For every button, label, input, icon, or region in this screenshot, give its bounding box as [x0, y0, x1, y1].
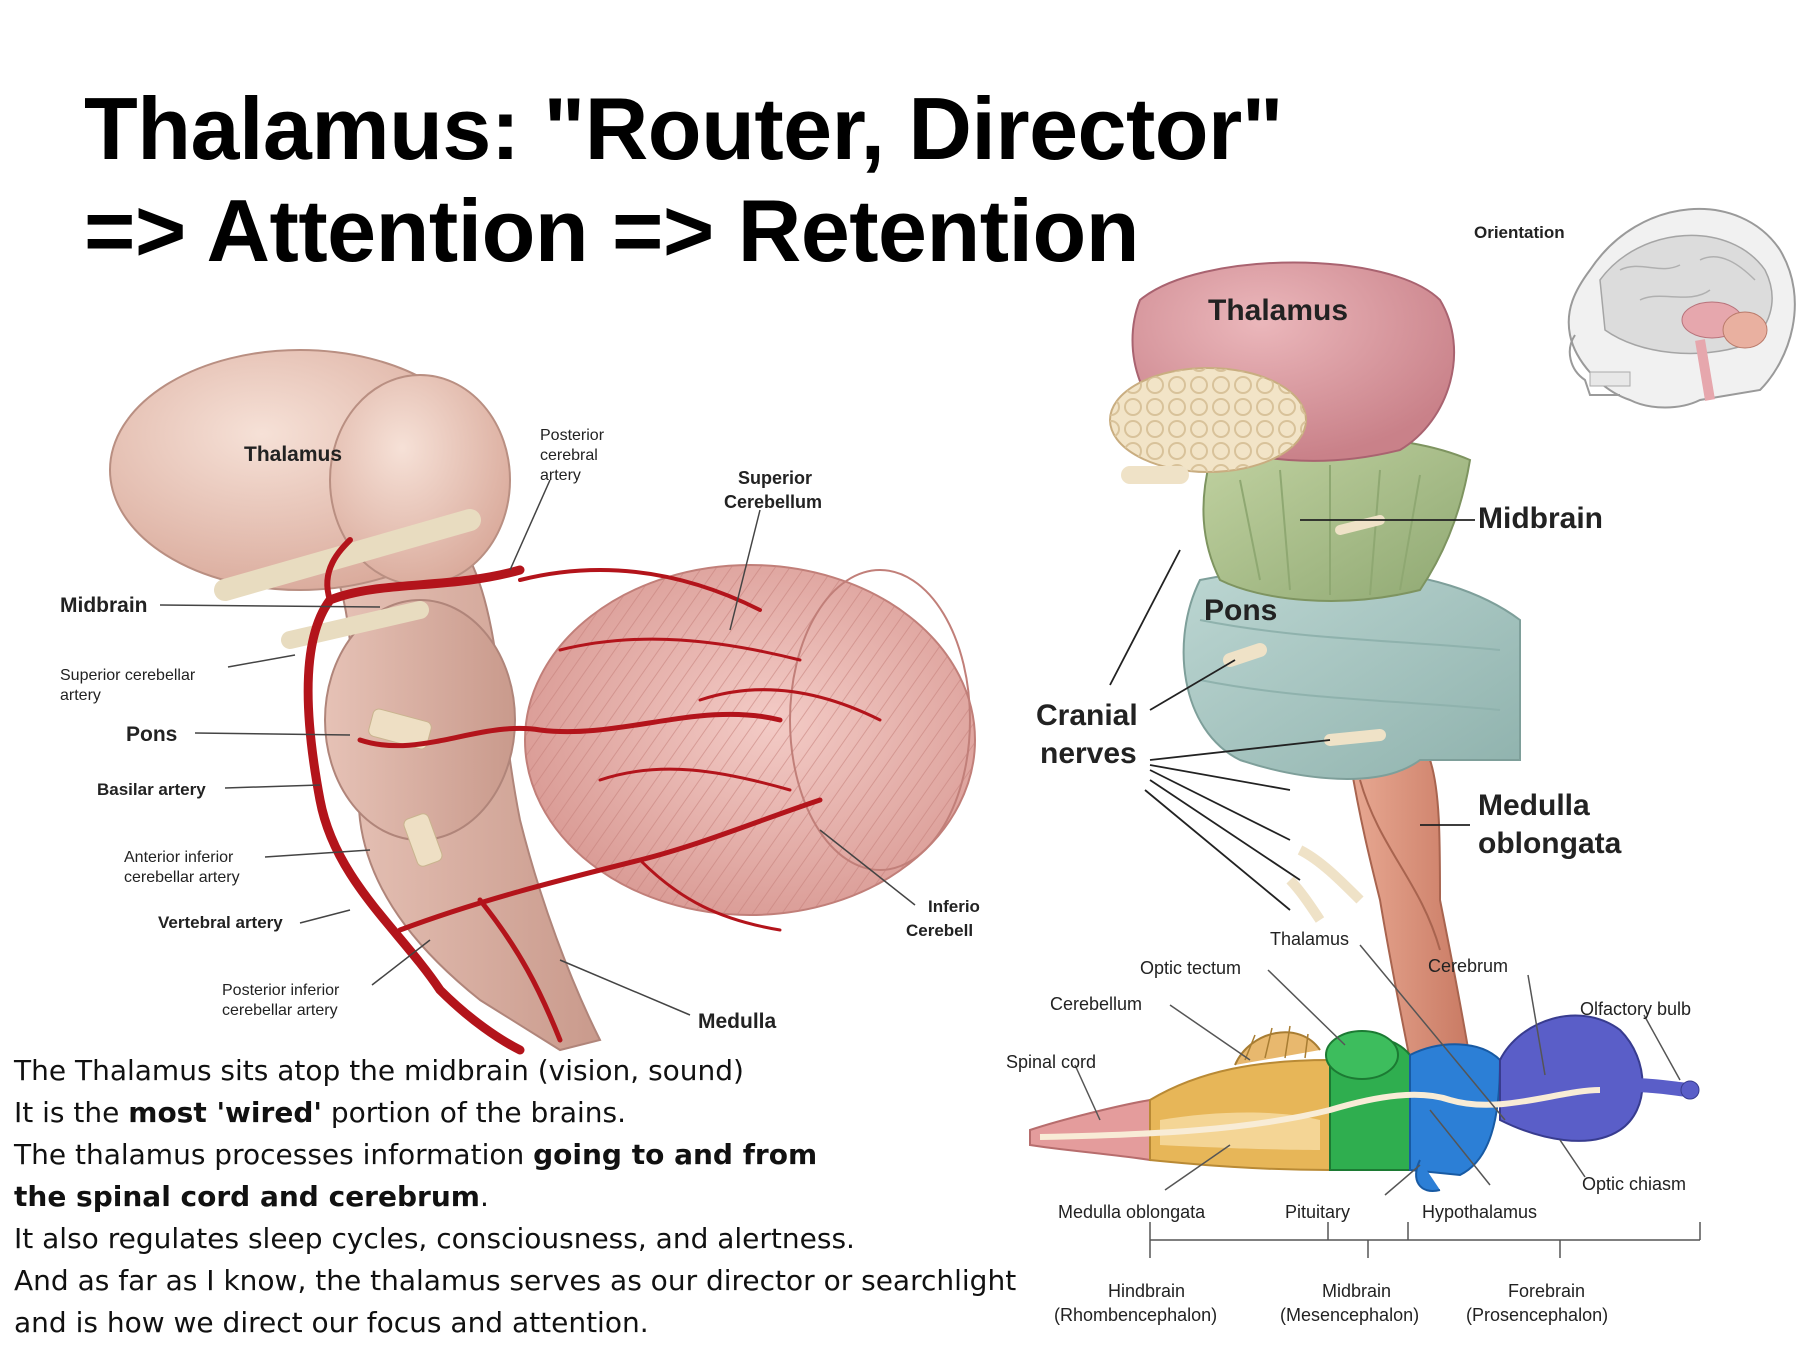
label-medulla-left: Medulla	[698, 1010, 776, 1033]
label-basilar-artery: Basilar artery	[97, 780, 206, 799]
description-text: The Thalamus sits atop the midbrain (vis…	[14, 1050, 1016, 1344]
label-thalamus-right: Thalamus	[1208, 294, 1348, 327]
label-posterior-inferior-2: cerebellar artery	[222, 1002, 338, 1019]
right-figure-leaders	[1109, 519, 1475, 911]
desc-line-5: It also regulates sleep cycles, consciou…	[14, 1222, 855, 1255]
label-medulla-oblongata-embryo: Medulla oblongata	[1058, 1202, 1206, 1222]
label-pons-left: Pons	[126, 723, 177, 746]
label-optic-chiasm: Optic chiasm	[1582, 1174, 1686, 1194]
label-superior-cerebellum-2: Cerebellum	[724, 492, 822, 512]
label-posterior-cerebral-3: artery	[540, 467, 581, 484]
embryo-brain-figure	[1029, 1014, 1700, 1192]
right-brainstem-figure	[1109, 261, 1521, 1061]
label-inferior-cerebellum-2: Cerebell	[906, 921, 973, 940]
left-brainstem-figure	[109, 349, 976, 1055]
label-cerebrum: Cerebrum	[1428, 956, 1508, 976]
label-spinal-cord: Spinal cord	[1006, 1052, 1096, 1072]
label-orientation: Orientation	[1474, 223, 1565, 242]
label-medulla-oblongata-2: oblongata	[1478, 827, 1622, 860]
label-posterior-inferior-1: Posterior inferior	[222, 982, 340, 999]
label-anterior-inferior-2: cerebellar artery	[124, 869, 240, 886]
embryo-figure-leaders	[1074, 944, 1701, 1258]
left-figure-labels	[159, 479, 916, 1016]
label-olfactory-bulb: Olfactory bulb	[1580, 999, 1691, 1019]
label-posterior-cerebral-1: Posterior	[540, 427, 605, 444]
label-mesencephalon: (Mesencephalon)	[1280, 1305, 1419, 1325]
label-optic-tectum: Optic tectum	[1140, 958, 1241, 978]
desc-line-7: and is how we direct our focus and atten…	[14, 1306, 649, 1339]
label-superior-cerebellum-1: Superior	[738, 468, 812, 488]
label-hypothalamus: Hypothalamus	[1422, 1202, 1537, 1222]
desc-line-6: And as far as I know, the thalamus serve…	[14, 1264, 1017, 1297]
title-line-1: Thalamus: "Router, Director"	[84, 79, 1284, 178]
label-anterior-inferior-1: Anterior inferior	[124, 849, 234, 866]
orientation-inset	[1567, 207, 1796, 409]
label-vertebral-artery: Vertebral artery	[158, 913, 283, 932]
desc-line-3: The thalamus processes information going…	[14, 1138, 818, 1171]
label-prosencephalon: (Prosencephalon)	[1466, 1305, 1608, 1325]
label-rhombencephalon: (Rhombencephalon)	[1054, 1305, 1217, 1325]
label-midbrain-embryo: Midbrain	[1322, 1281, 1391, 1301]
label-superior-cerebellar-2: artery	[60, 687, 101, 704]
desc-line-4: the spinal cord and cerebrum.	[14, 1180, 489, 1213]
label-pituitary: Pituitary	[1285, 1202, 1350, 1222]
label-cranial-nerves-2: nerves	[1040, 737, 1137, 770]
label-midbrain-right: Midbrain	[1478, 502, 1603, 535]
label-superior-cerebellar-1: Superior cerebellar	[60, 667, 196, 684]
label-medulla-oblongata-1: Medulla	[1478, 789, 1590, 822]
title-line-2: => Attention => Retention	[84, 181, 1140, 280]
label-midbrain-left: Midbrain	[60, 594, 148, 617]
desc-line-1: The Thalamus sits atop the midbrain (vis…	[14, 1054, 744, 1087]
label-forebrain: Forebrain	[1508, 1281, 1585, 1301]
desc-line-2: It is the most 'wired' portion of the br…	[14, 1096, 626, 1129]
label-posterior-cerebral-2: cerebral	[540, 447, 598, 464]
page-title: Thalamus: "Router, Director" => Attentio…	[84, 78, 1284, 282]
label-thalamus-embryo: Thalamus	[1270, 929, 1349, 949]
label-inferior-cerebellum-1: Inferio	[928, 897, 980, 916]
label-cerebellum-embryo: Cerebellum	[1050, 994, 1142, 1014]
label-cranial-nerves-1: Cranial	[1036, 699, 1138, 732]
label-hindbrain: Hindbrain	[1108, 1281, 1185, 1301]
label-pons-right: Pons	[1204, 594, 1277, 627]
label-thalamus-left: Thalamus	[244, 443, 342, 466]
